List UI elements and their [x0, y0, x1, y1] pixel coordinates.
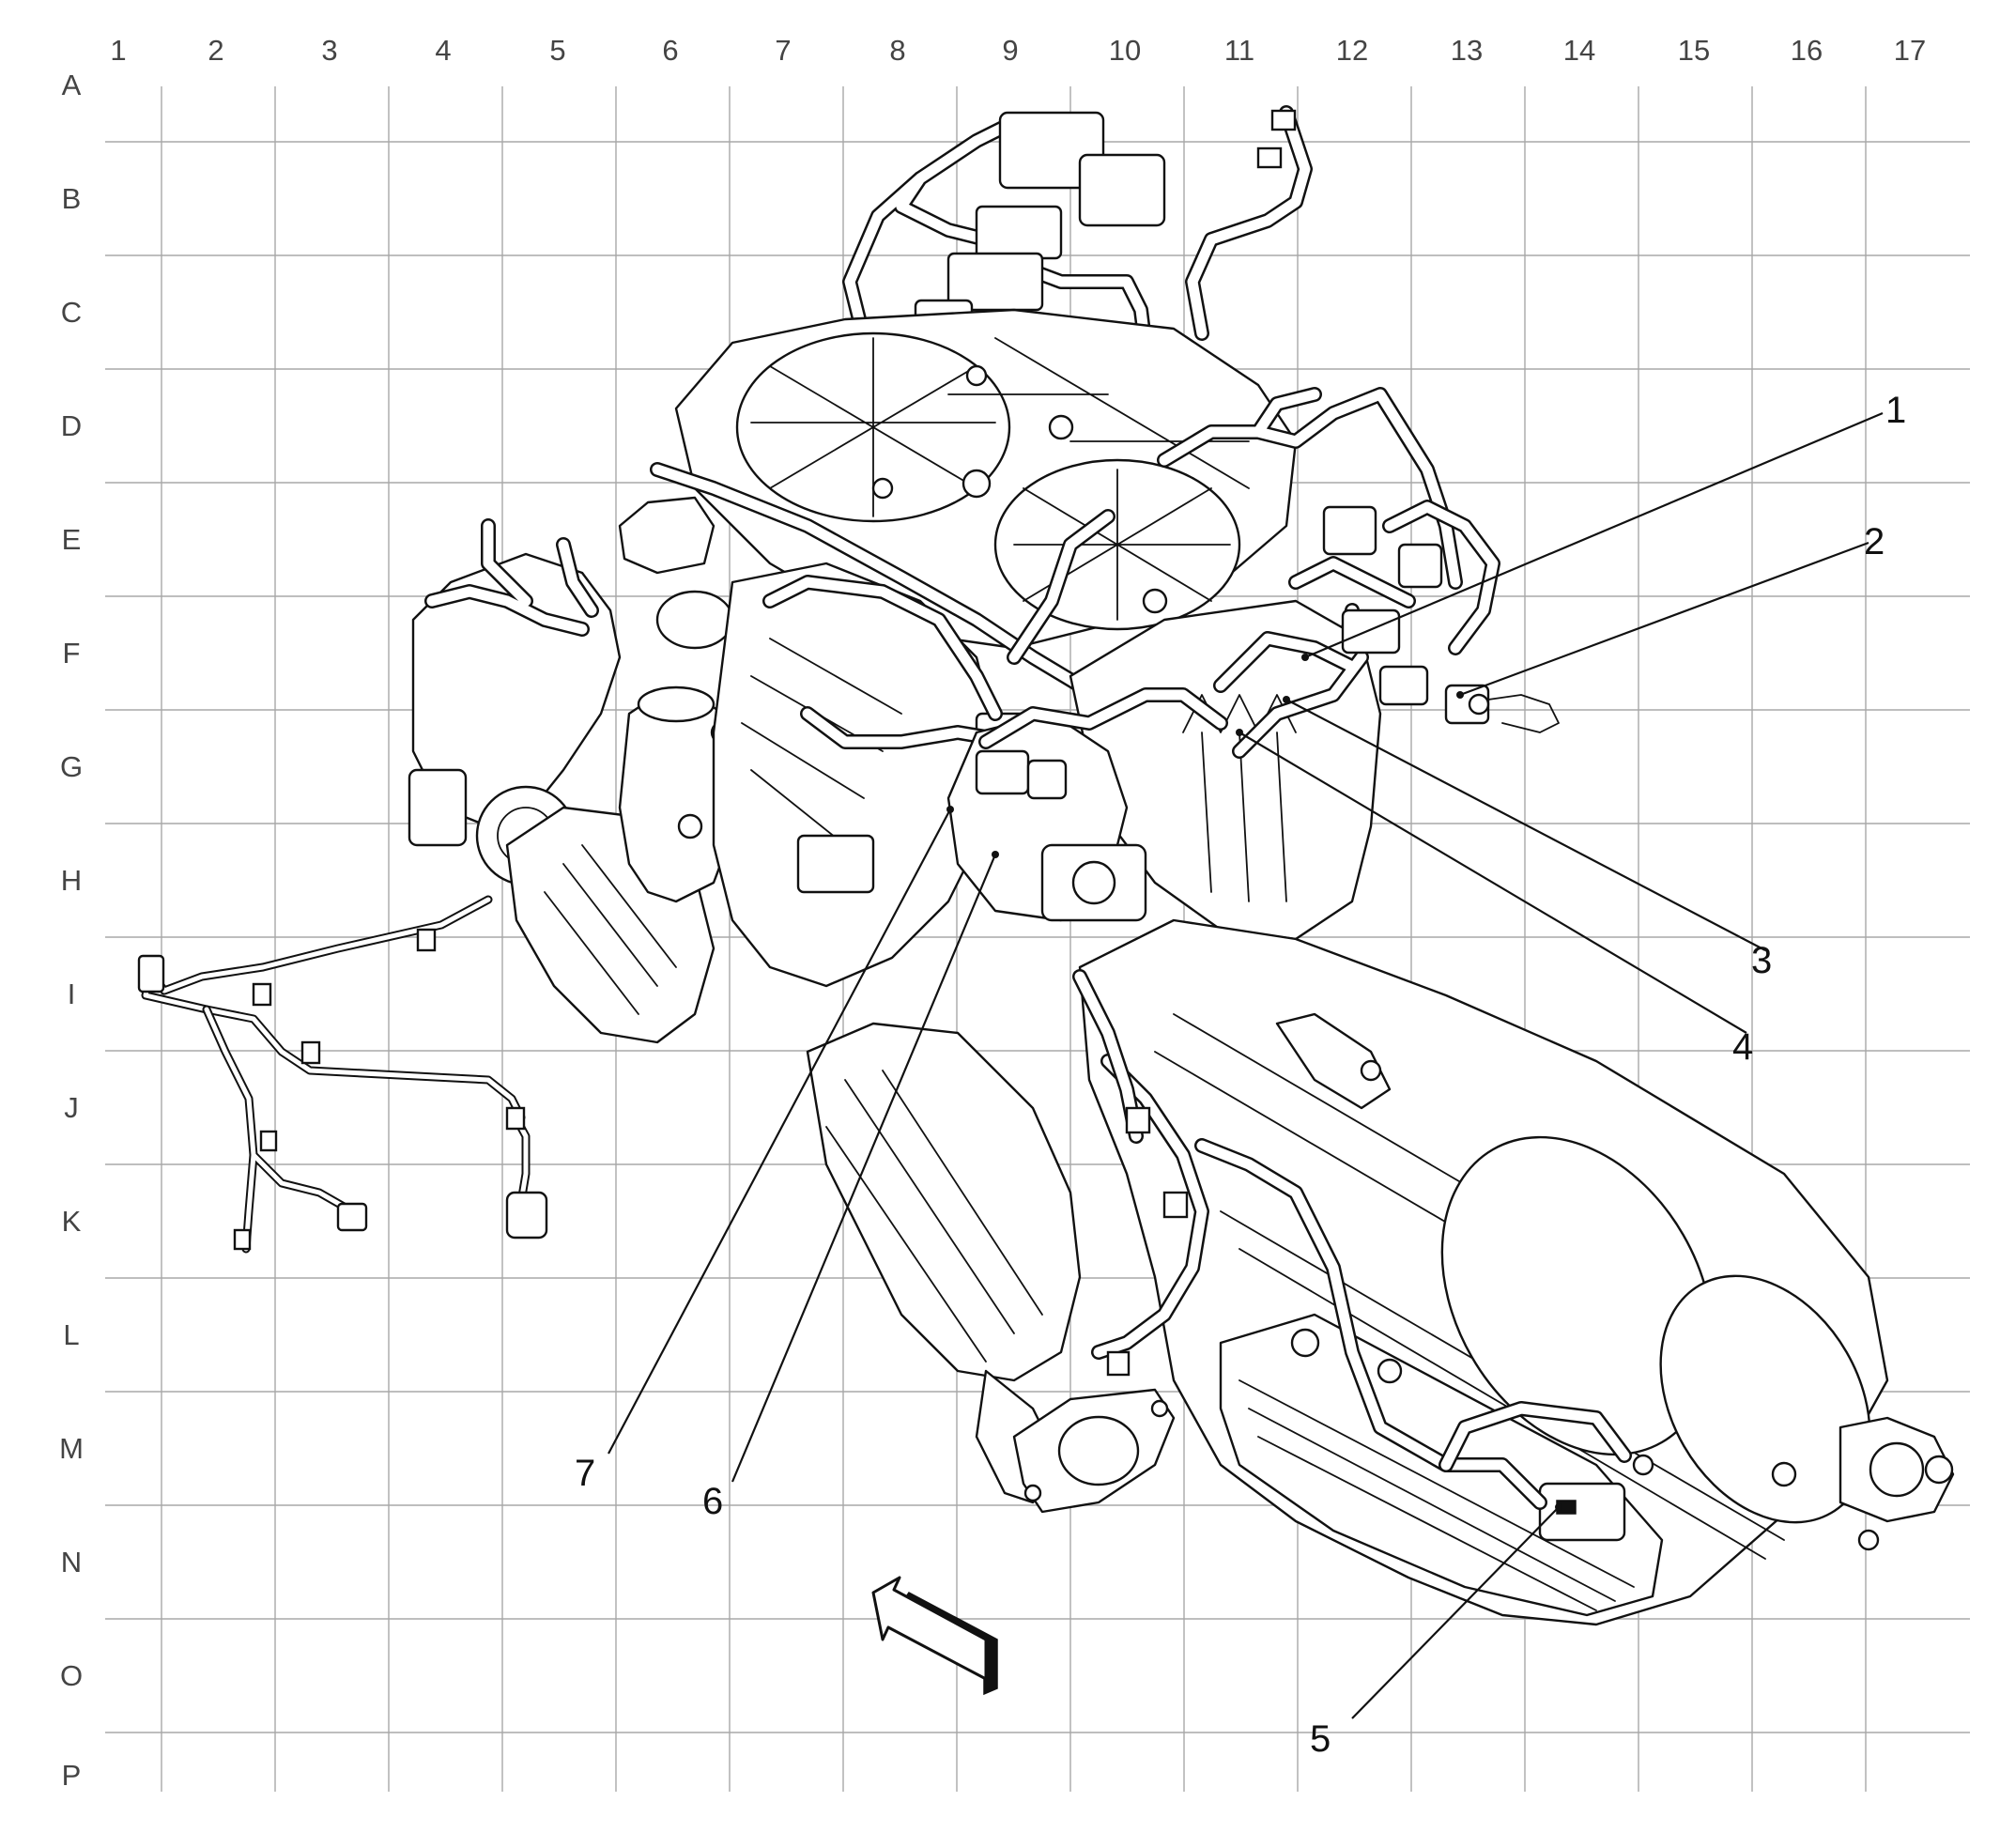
harness-clip: [259, 1130, 278, 1152]
transmission-harness-branch: [1072, 969, 1209, 1377]
sensor-body: [1322, 505, 1377, 556]
leader-line-1: [1304, 411, 1884, 659]
leader-line-2: [1459, 541, 1869, 697]
grid-row-label: E: [62, 523, 82, 556]
grid-row-label: O: [60, 1659, 83, 1692]
grid-row-label: L: [63, 1318, 79, 1351]
front-direction-arrow-icon: [871, 1576, 998, 1696]
harness-clip: [1125, 1106, 1151, 1134]
grid-row-label: M: [59, 1432, 84, 1465]
grid-row-label: F: [63, 637, 81, 670]
callout-2-label: 2: [1864, 521, 1885, 562]
control-module-connector: [975, 205, 1063, 260]
coolant-reservoir: [408, 768, 468, 847]
callout-4-label: 4: [1732, 1026, 1753, 1068]
grid-row-label: N: [61, 1546, 82, 1578]
grid-column-label: 3: [321, 34, 337, 67]
grid-row-labels: A B C D E F G H I J K L M N O P: [59, 69, 84, 1792]
sensor-body: [1378, 665, 1429, 706]
grid-column-label: 1: [110, 34, 126, 67]
sensor-connector: [336, 1202, 368, 1232]
control-module-connector: [998, 111, 1105, 190]
callout-labels: 1 2 3 4 5 6 7: [575, 390, 1906, 1760]
coil-pack: [796, 834, 875, 894]
harness-clip: [1106, 1350, 1131, 1377]
grid-column-label: 6: [662, 34, 678, 67]
grid-column-label: 5: [549, 34, 565, 67]
sensor-connector: [137, 954, 165, 993]
grid-row-label: K: [62, 1205, 82, 1238]
sensor-body: [1341, 608, 1401, 654]
grid-column-label: 7: [775, 34, 791, 67]
throttle-body-area: [946, 687, 1228, 922]
grid-row-label: H: [61, 864, 82, 897]
oil-fill-cap: [618, 496, 715, 575]
sensor-connector: [505, 1191, 548, 1240]
leader-line-7: [608, 808, 951, 1455]
sensor-body: [1026, 759, 1068, 800]
grid-column-label: 15: [1678, 34, 1710, 67]
engine-assembly-illustration: [137, 105, 1955, 1626]
sensor-body: [975, 749, 1030, 795]
catalytic-converter: [806, 1022, 1082, 1382]
grid-row-label: B: [62, 182, 82, 215]
grid-column-label: 9: [1002, 34, 1018, 67]
grid-column-label: 8: [889, 34, 905, 67]
callout-6-label: 6: [702, 1481, 723, 1522]
harness-clip: [300, 1040, 321, 1065]
leader-line-3: [1285, 699, 1766, 951]
left-harness-branch: [137, 895, 548, 1254]
grid-row-label: I: [68, 978, 76, 1010]
callout-7-label: 7: [575, 1453, 595, 1494]
grid-column-label: 2: [208, 34, 223, 67]
harness-clip: [505, 1106, 526, 1131]
left-front-accessories: [408, 496, 755, 1044]
ground-terminal: [1256, 146, 1283, 169]
transmission-mount-bracket: [1275, 1012, 1392, 1110]
leader-line-5: [1351, 1506, 1560, 1719]
harness-clip: [252, 982, 272, 1007]
right-side-sensors: [1288, 500, 1560, 733]
grid-column-label: 13: [1451, 34, 1483, 67]
ground-terminal: [1270, 109, 1297, 131]
grid-row-label: A: [62, 69, 82, 101]
callout-5-label: 5: [1310, 1718, 1331, 1760]
leader-line-6: [731, 854, 997, 1483]
harness-clip: [233, 1228, 252, 1251]
grid-column-label: 12: [1336, 34, 1368, 67]
transmission-control-module: [1538, 1482, 1626, 1542]
harness-clip: [1162, 1191, 1189, 1219]
grid-row-label: C: [61, 296, 82, 329]
grid-row-label: D: [61, 409, 82, 442]
grid-column-label: 17: [1894, 34, 1926, 67]
transmission-assembly: [1078, 918, 1955, 1626]
grid-row-label: G: [60, 750, 83, 783]
control-module-connector: [1078, 153, 1166, 227]
grid-column-label: 11: [1224, 34, 1254, 67]
grid-row-label: J: [64, 1091, 79, 1124]
grid-column-label: 10: [1109, 34, 1141, 67]
grid-row-label: P: [62, 1759, 82, 1792]
grid-column-label: 4: [435, 34, 451, 67]
upper-harness-branch: [842, 105, 1313, 355]
grid-column-label: 14: [1563, 34, 1595, 67]
right-cylinder-head: [1069, 599, 1382, 941]
harness-clip: [416, 928, 437, 952]
sensor-body: [1397, 543, 1443, 589]
callout-leaders: [608, 411, 1884, 1719]
callout-1-label: 1: [1885, 390, 1906, 431]
callout-3-label: 3: [1751, 940, 1772, 981]
leader-line-4: [1238, 732, 1747, 1034]
exhaust-section: [806, 1022, 1176, 1514]
grid-column-label: 16: [1791, 34, 1823, 67]
